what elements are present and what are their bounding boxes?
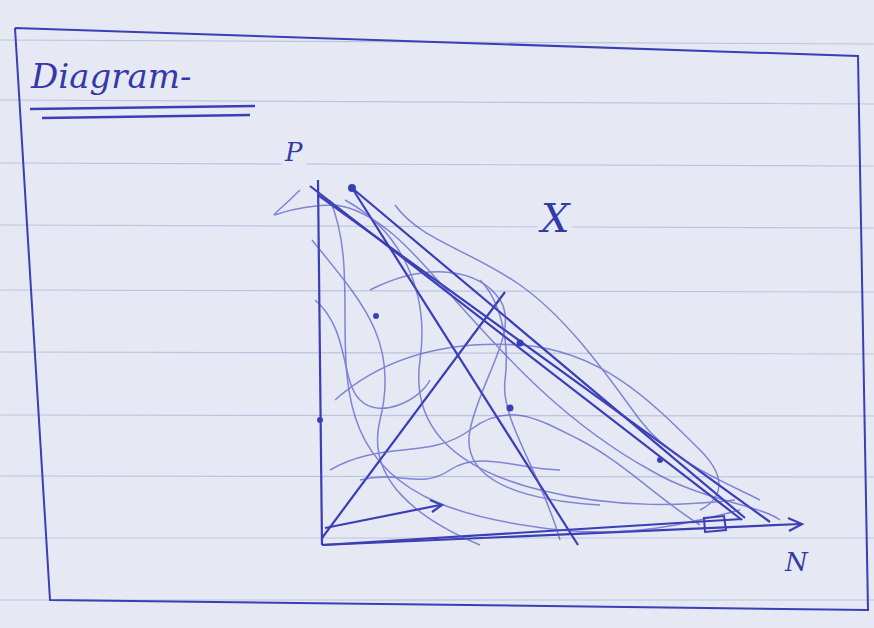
axis-label: N (782, 548, 811, 577)
axes-and-lines (310, 180, 802, 545)
scribble-curves (274, 190, 780, 545)
ruled-lines (0, 40, 874, 600)
title-underline (30, 106, 255, 118)
ink-dots (317, 184, 663, 463)
small-box-mark (704, 516, 726, 532)
hand-border (15, 28, 868, 610)
page-heading: Diagram- (28, 58, 194, 95)
region-label: X (538, 196, 572, 240)
axis-label: P (282, 138, 306, 167)
